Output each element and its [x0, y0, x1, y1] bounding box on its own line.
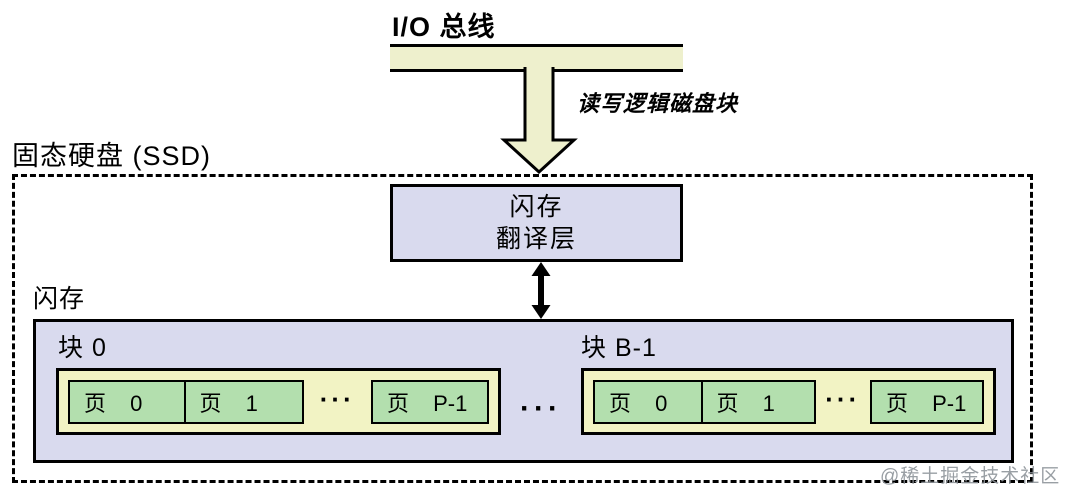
ssd-dashed-box [12, 174, 1033, 483]
block0-page-1: 页 1 [183, 379, 304, 424]
io-bus-title: I/O 总线 [392, 12, 496, 42]
ftl-line1: 闪存 [509, 192, 564, 221]
double-arrow-icon [531, 262, 551, 319]
block0-page-0: 页 0 [68, 379, 186, 424]
watermark: @稀土掘金技术社区 [880, 466, 1061, 487]
block-0-pages-strip: 页 0 页 1 ··· 页 P-1 [56, 368, 501, 435]
flash-memory-box: 块 0 块 B-1 页 0 页 1 ··· 页 P-1 ··· 页 0 页 1 … [33, 319, 1014, 463]
block0-page-p1: 页 P-1 [371, 379, 489, 424]
ssd-label: 固态硬盘 (SSD) [12, 141, 211, 171]
between-blocks-ellipsis: ··· [520, 392, 562, 425]
blockB-ellipsis: ··· [825, 383, 861, 414]
blockB-page-0: 页 0 [593, 379, 703, 424]
blockB-page-1: 页 1 [700, 379, 816, 424]
blockB-page-p1: 页 P-1 [870, 379, 984, 424]
block-b1-pages-strip: 页 0 页 1 ··· 页 P-1 [581, 368, 996, 435]
ftl-line2: 翻译层 [495, 225, 577, 253]
flash-memory-label: 闪存 [33, 285, 86, 313]
read-write-logical-block-label: 读写逻辑磁盘块 [577, 91, 739, 116]
block-0-label: 块 0 [58, 334, 107, 362]
block0-ellipsis: ··· [319, 383, 355, 414]
block-b1-label: 块 B-1 [581, 334, 657, 362]
flash-translation-layer-box: 闪存 翻译层 [390, 184, 683, 262]
io-bus-down-arrow-icon [390, 44, 683, 175]
